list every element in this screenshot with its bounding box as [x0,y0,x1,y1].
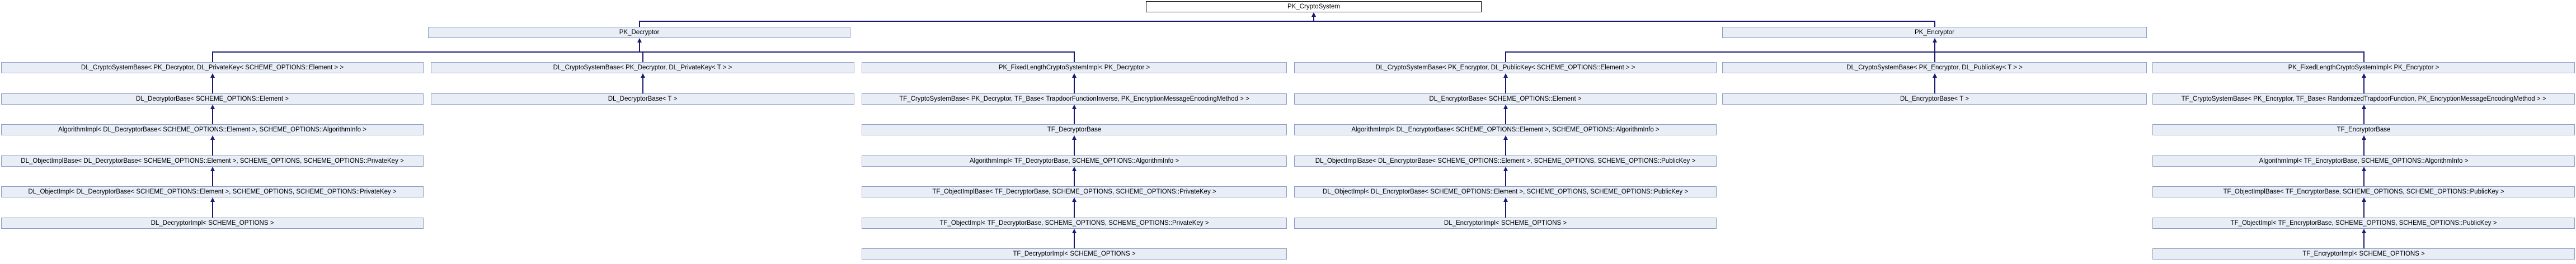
inheritance-edge [642,51,643,62]
inheritance-edge [2363,109,2365,124]
class-node[interactable]: AlgorithmImpl< DL_EncryptorBase< SCHEME_… [1294,124,1717,135]
class-node[interactable]: PK_Encryptor [1722,27,2147,38]
inheritance-arrowhead-icon [1072,167,1077,171]
class-node[interactable]: DL_EncryptorImpl< SCHEME_OPTIONS > [1294,218,1717,229]
inheritance-edge [1934,77,1935,93]
inheritance-edge [2363,77,2365,93]
inheritance-edge [212,201,213,218]
inheritance-edge [1505,109,1506,124]
inheritance-edge [1313,16,1314,21]
inheritance-edge [1505,51,1506,62]
class-node[interactable]: TF_ObjectImplBase< TF_EncryptorBase, SCH… [2152,186,2575,197]
class-node[interactable]: DL_EncryptorBase< SCHEME_OPTIONS::Elemen… [1294,93,1717,105]
inheritance-arrowhead-icon [2362,197,2366,202]
inheritance-arrowhead-icon [1072,73,1077,78]
class-node: PK_CryptoSystem [1146,1,1482,12]
class-node[interactable]: DL_ObjectImplBase< DL_EncryptorBase< SCH… [1294,155,1717,167]
inheritance-edge [639,42,640,51]
inheritance-arrowhead-icon [2362,229,2366,233]
class-node[interactable]: DL_DecryptorBase< SCHEME_OPTIONS::Elemen… [1,93,424,105]
class-node[interactable]: TF_ObjectImpl< TF_EncryptorBase, SCHEME_… [2152,218,2575,229]
class-node[interactable]: TF_EncryptorImpl< SCHEME_OPTIONS > [2152,248,2575,260]
inheritance-arrowhead-icon [210,167,215,171]
class-node[interactable]: TF_DecryptorBase [862,124,1287,135]
inheritance-edge [1074,77,1075,93]
inheritance-edge [1074,139,1075,155]
inheritance-edge [213,51,1075,53]
class-node[interactable]: DL_ObjectImpl< DL_EncryptorBase< SCHEME_… [1294,186,1717,197]
class-node[interactable]: PK_FixedLengthCryptoSystemImpl< PK_Decry… [862,62,1287,73]
inheritance-edge [212,171,213,186]
inheritance-edge [212,109,213,124]
inheritance-edge [1934,51,1935,62]
inheritance-edge [1505,201,1506,218]
inheritance-edge [212,77,213,93]
inheritance-arrowhead-icon [1503,73,1508,78]
class-node[interactable]: TF_EncryptorBase [2152,124,2575,135]
inheritance-arrowhead-icon [210,135,215,140]
inheritance-edge [212,51,213,62]
inheritance-edge [1505,171,1506,186]
inheritance-arrowhead-icon [1503,105,1508,109]
inheritance-arrowhead-icon [637,38,642,43]
inheritance-edge [2363,171,2365,186]
inheritance-arrowhead-icon [1503,167,1508,171]
inheritance-edge [1934,42,1935,51]
class-node[interactable]: TF_CryptoSystemBase< PK_Encryptor, TF_Ba… [2152,93,2575,105]
class-node[interactable]: AlgorithmImpl< TF_EncryptorBase, SCHEME_… [2152,155,2575,167]
inheritance-arrowhead-icon [641,73,645,78]
class-node[interactable]: PK_FixedLengthCryptoSystemImpl< PK_Encry… [2152,62,2575,73]
inheritance-edge [1505,139,1506,155]
inheritance-edge [2363,51,2365,62]
inheritance-edge [1074,171,1075,186]
inheritance-arrowhead-icon [1503,197,1508,202]
inheritance-edge [639,21,640,27]
inheritance-arrowhead-icon [1933,73,1937,78]
inheritance-edge [1074,233,1075,248]
class-node[interactable]: DL_EncryptorBase< T > [1722,93,2147,105]
inheritance-edge [1074,51,1075,62]
inheritance-edge [2363,233,2365,248]
class-node[interactable]: DL_CryptoSystemBase< PK_Decryptor, DL_Pr… [431,62,854,73]
inheritance-arrowhead-icon [1072,197,1077,202]
class-node[interactable]: DL_CryptoSystemBase< PK_Decryptor, DL_Pr… [1,62,424,73]
class-node[interactable]: AlgorithmImpl< DL_DecryptorBase< SCHEME_… [1,124,424,135]
inheritance-arrowhead-icon [1933,38,1937,43]
class-node[interactable]: DL_DecryptorBase< T > [431,93,854,105]
inheritance-arrowhead-icon [2362,167,2366,171]
inheritance-edge [1934,21,1935,27]
inheritance-edge [640,21,1935,22]
inheritance-arrowhead-icon [210,197,215,202]
class-node[interactable]: DL_CryptoSystemBase< PK_Encryptor, DL_Pu… [1722,62,2147,73]
inheritance-arrowhead-icon [1311,12,1316,17]
inheritance-edge [1074,201,1075,218]
inheritance-arrowhead-icon [210,105,215,109]
class-node[interactable]: AlgorithmImpl< TF_DecryptorBase, SCHEME_… [862,155,1287,167]
inheritance-edge [642,77,643,93]
class-node[interactable]: PK_Decryptor [428,27,850,38]
inheritance-arrowhead-icon [2362,135,2366,140]
inheritance-edge [212,139,213,155]
inheritance-arrowhead-icon [210,73,215,78]
inheritance-arrowhead-icon [1072,135,1077,140]
class-node[interactable]: TF_ObjectImplBase< TF_DecryptorBase, SCH… [862,186,1287,197]
class-node[interactable]: TF_DecryptorImpl< SCHEME_OPTIONS > [862,248,1287,260]
inheritance-edge [1505,77,1506,93]
class-node[interactable]: DL_CryptoSystemBase< PK_Encryptor, DL_Pu… [1294,62,1717,73]
class-node[interactable]: DL_ObjectImplBase< DL_DecryptorBase< SCH… [1,155,424,167]
inheritance-edge [2363,201,2365,218]
class-node[interactable]: DL_DecryptorImpl< SCHEME_OPTIONS > [1,218,424,229]
inheritance-arrowhead-icon [1072,105,1077,109]
inheritance-arrowhead-icon [2362,73,2366,78]
inheritance-arrowhead-icon [2362,105,2366,109]
class-node[interactable]: TF_ObjectImpl< TF_DecryptorBase, SCHEME_… [862,218,1287,229]
inheritance-edge [2363,139,2365,155]
inheritance-arrowhead-icon [1072,229,1077,233]
inheritance-edge [1074,109,1075,124]
class-node[interactable]: TF_CryptoSystemBase< PK_Decryptor, TF_Ba… [862,93,1287,105]
class-node[interactable]: DL_ObjectImpl< DL_DecryptorBase< SCHEME_… [1,186,424,197]
inheritance-arrowhead-icon [1503,135,1508,140]
